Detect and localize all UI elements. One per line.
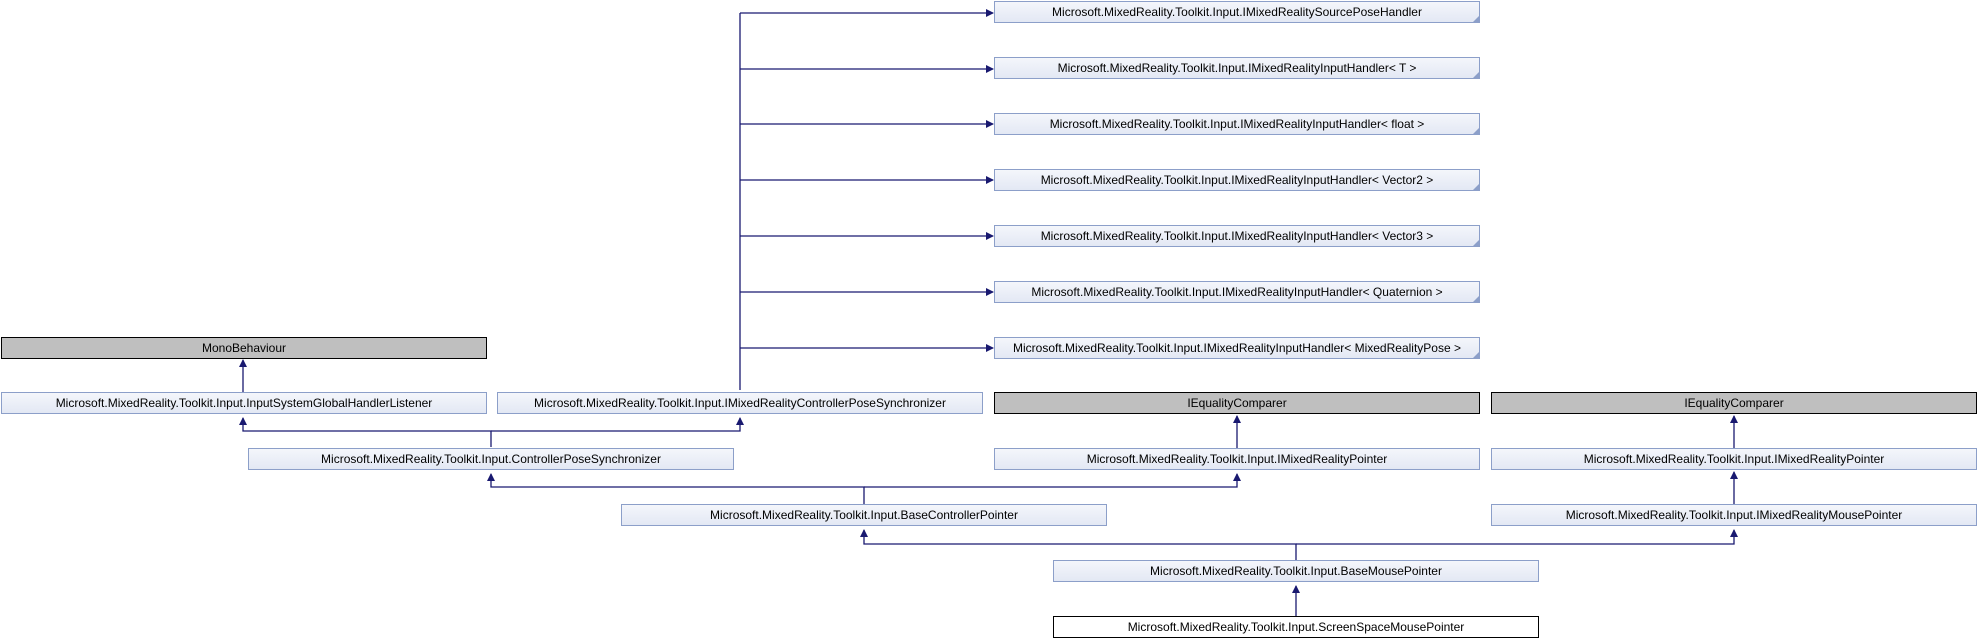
- node-label: Microsoft.MixedReality.Toolkit.Input.IMi…: [1031, 285, 1443, 299]
- node-label: Microsoft.MixedReality.Toolkit.Input.Scr…: [1127, 620, 1465, 634]
- truncated-corner-icon: [1473, 352, 1479, 358]
- node-label: Microsoft.MixedReality.Toolkit.Input.IMi…: [1013, 341, 1461, 355]
- node-label: Microsoft.MixedReality.Toolkit.Input.IMi…: [1040, 173, 1434, 187]
- node-base-controller-pointer[interactable]: Microsoft.MixedReality.Toolkit.Input.Bas…: [621, 504, 1107, 526]
- node-label: Microsoft.MixedReality.Toolkit.Input.IMi…: [1040, 229, 1434, 243]
- truncated-corner-icon: [1473, 72, 1479, 78]
- edge-cps-to-iface: [491, 417, 744, 432]
- node-base-mouse-pointer[interactable]: Microsoft.MixedReality.Toolkit.Input.Bas…: [1053, 560, 1539, 582]
- node-label: Microsoft.MixedReality.Toolkit.Input.IMi…: [1052, 5, 1422, 19]
- node-pointer-2[interactable]: Microsoft.MixedReality.Toolkit.Input.IMi…: [1491, 448, 1977, 470]
- node-label: Microsoft.MixedReality.Toolkit.Input.Con…: [321, 452, 661, 466]
- node-label: IEqualityComparer: [1684, 396, 1784, 410]
- node-input-handler-float[interactable]: Microsoft.MixedReality.Toolkit.Input.IMi…: [994, 113, 1480, 135]
- node-equality-comparer-1: IEqualityComparer: [994, 392, 1480, 414]
- node-input-handler-vector3[interactable]: Microsoft.MixedReality.Toolkit.Input.IMi…: [994, 225, 1480, 247]
- node-mono-behaviour: MonoBehaviour: [1, 337, 487, 359]
- node-controller-pose-sync-iface[interactable]: Microsoft.MixedReality.Toolkit.Input.IMi…: [497, 392, 983, 414]
- truncated-corner-icon: [1473, 128, 1479, 134]
- node-source-pose-handler[interactable]: Microsoft.MixedReality.Toolkit.Input.IMi…: [994, 1, 1480, 23]
- edge-bmp-join: [860, 529, 1297, 560]
- node-equality-comparer-2: IEqualityComparer: [1491, 392, 1977, 414]
- node-label: Microsoft.MixedReality.Toolkit.Input.Bas…: [710, 508, 1018, 522]
- node-input-handler-t[interactable]: Microsoft.MixedReality.Toolkit.Input.IMi…: [994, 57, 1480, 79]
- node-label: Microsoft.MixedReality.Toolkit.Input.IMi…: [1049, 117, 1425, 131]
- truncated-corner-icon: [1473, 184, 1479, 190]
- node-label: Microsoft.MixedReality.Toolkit.Input.IMi…: [534, 396, 946, 410]
- truncated-corner-icon: [1473, 240, 1479, 246]
- node-label: Microsoft.MixedReality.Toolkit.Input.IMi…: [1583, 452, 1885, 466]
- edge-bcp-join: [487, 473, 865, 504]
- node-input-handler-pose[interactable]: Microsoft.MixedReality.Toolkit.Input.IMi…: [994, 337, 1480, 359]
- edge-bcp-to-pointer1: [864, 473, 1241, 488]
- node-input-handler-quaternion[interactable]: Microsoft.MixedReality.Toolkit.Input.IMi…: [994, 281, 1480, 303]
- node-label: Microsoft.MixedReality.Toolkit.Input.Bas…: [1150, 564, 1442, 578]
- edge-cps-join: [239, 417, 492, 447]
- edge-bmp-to-mouse-iface: [1296, 529, 1738, 545]
- node-global-handler-listener[interactable]: Microsoft.MixedReality.Toolkit.Input.Inp…: [1, 392, 487, 414]
- node-label: Microsoft.MixedReality.Toolkit.Input.IMi…: [1086, 452, 1388, 466]
- truncated-corner-icon: [1473, 296, 1479, 302]
- node-screen-space-mouse-pointer: Microsoft.MixedReality.Toolkit.Input.Scr…: [1053, 616, 1539, 638]
- node-pointer-1[interactable]: Microsoft.MixedReality.Toolkit.Input.IMi…: [994, 448, 1480, 470]
- node-label: IEqualityComparer: [1187, 396, 1287, 410]
- node-label: Microsoft.MixedReality.Toolkit.Input.IMi…: [1057, 61, 1417, 75]
- node-mouse-pointer-iface[interactable]: Microsoft.MixedReality.Toolkit.Input.IMi…: [1491, 504, 1977, 526]
- node-input-handler-vector2[interactable]: Microsoft.MixedReality.Toolkit.Input.IMi…: [994, 169, 1480, 191]
- node-label: MonoBehaviour: [201, 341, 287, 355]
- node-controller-pose-sync[interactable]: Microsoft.MixedReality.Toolkit.Input.Con…: [248, 448, 734, 470]
- truncated-corner-icon: [1473, 16, 1479, 22]
- node-label: Microsoft.MixedReality.Toolkit.Input.IMi…: [1565, 508, 1903, 522]
- node-label: Microsoft.MixedReality.Toolkit.Input.Inp…: [55, 396, 433, 410]
